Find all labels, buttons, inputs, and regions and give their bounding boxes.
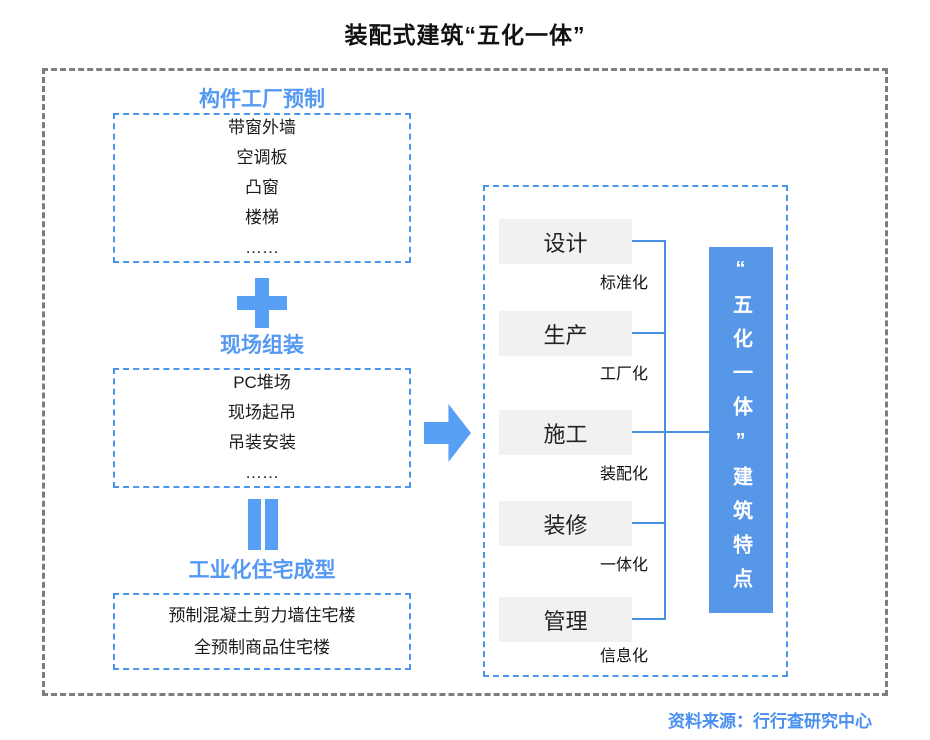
list-item: PC堆场: [233, 373, 291, 392]
result-text: “五化一体”建筑特点: [729, 258, 752, 602]
list-item: 预制混凝土剪力墙住宅楼: [168, 605, 356, 625]
list-item: ……: [245, 238, 279, 257]
list-item: 现场起吊: [228, 403, 296, 422]
connector-line: [632, 522, 665, 524]
process-label-factory: 工厂化: [599, 366, 648, 383]
result-box: “五化一体”建筑特点: [709, 247, 773, 613]
process-label-information: 信息化: [599, 648, 648, 665]
list-item: 全预制商品住宅楼: [194, 637, 330, 657]
process-panel: [483, 185, 788, 677]
stage-2-box: PC堆场 现场起吊 吊装安装 ……: [113, 368, 411, 488]
connector-line-vertical: [664, 240, 666, 620]
list-item: 空调板: [236, 148, 288, 167]
process-label-assembly: 装配化: [599, 466, 648, 483]
connector-line: [632, 431, 665, 433]
connector-line: [632, 618, 665, 620]
process-box-construction: 施工: [499, 410, 632, 455]
list-item: 带窗外墙: [228, 118, 296, 137]
process-box-management: 管理: [499, 597, 632, 642]
process-box-decoration: 装修: [499, 501, 632, 546]
diagram-container: [42, 68, 888, 696]
list-item: 凸窗: [245, 178, 279, 197]
process-label-standardization: 标准化: [599, 275, 648, 292]
process-box-design: 设计: [499, 219, 632, 264]
connector-line-to-result: [664, 431, 709, 433]
stage-3-heading: 工业化住宅成型: [188, 559, 336, 582]
stage-3-box: 预制混凝土剪力墙住宅楼 全预制商品住宅楼: [113, 593, 411, 670]
stage-2-heading: 现场组装: [220, 334, 304, 357]
process-label-integration: 一体化: [599, 557, 648, 574]
list-item: 楼梯: [245, 208, 279, 227]
page-title: 装配式建筑“五化一体”: [344, 22, 586, 48]
equals-bar: [248, 499, 261, 550]
connector-line: [632, 240, 665, 242]
source-note: 资料来源：行行查研究中心: [668, 712, 872, 731]
equals-icon: [248, 499, 278, 550]
connector-line: [632, 332, 665, 334]
equals-bar: [265, 499, 278, 550]
list-item: ……: [245, 463, 279, 482]
stage-1-box: 带窗外墙 空调板 凸窗 楼梯 ……: [113, 113, 411, 263]
process-box-production: 生产: [499, 311, 632, 356]
list-item: 吊装安装: [228, 433, 296, 452]
stage-1-heading: 构件工厂预制: [199, 88, 325, 111]
